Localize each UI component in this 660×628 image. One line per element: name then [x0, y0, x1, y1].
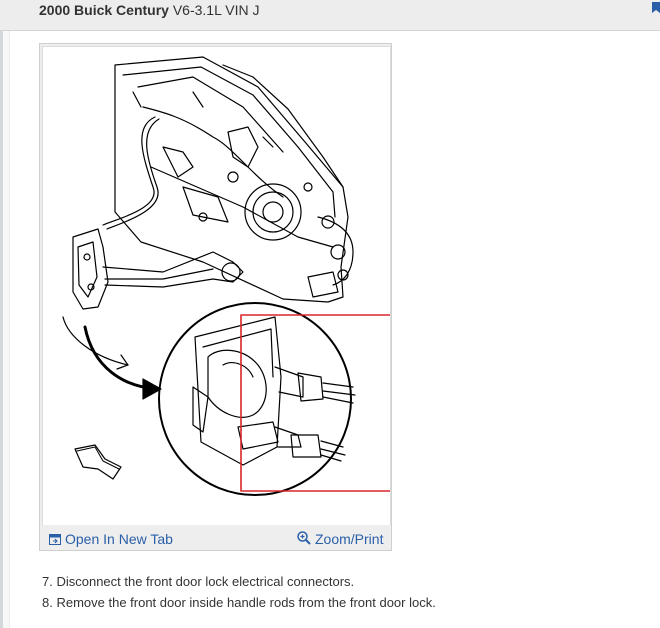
door-panel-drawing	[102, 56, 354, 303]
zoom-icon	[297, 531, 311, 545]
detail-lock-drawing	[192, 316, 356, 466]
vehicle-title: 2000 Buick Century V6-3.1L VIN J	[39, 1, 259, 19]
zoom-print-label: Zoom/Print	[315, 531, 384, 547]
procedure-steps: 7. Disconnect the front door lock electr…	[42, 571, 436, 613]
open-in-new-tab-icon	[49, 534, 61, 545]
door-lock-diagram	[62, 56, 392, 496]
detail-view-circle	[158, 302, 352, 496]
open-in-new-tab-link[interactable]: Open In New Tab	[49, 531, 173, 547]
left-rail	[0, 31, 10, 628]
open-in-new-tab-label: Open In New Tab	[65, 531, 173, 547]
step-7: 7. Disconnect the front door lock electr…	[42, 574, 355, 589]
direction-arrow	[74, 444, 122, 480]
zoom-print-link[interactable]: Zoom/Print	[297, 531, 383, 547]
figure-card: Open In New Tab Zoom/Print	[39, 43, 392, 551]
figure-image[interactable]	[42, 46, 392, 526]
figure-toolbar: Open In New Tab Zoom/Print	[40, 525, 391, 550]
vehicle-title-bold: 2000 Buick Century	[39, 2, 169, 18]
vehicle-title-engine: V6-3.1L VIN J	[172, 2, 260, 18]
bookmark-icon[interactable]	[652, 2, 660, 13]
callout-arrow	[83, 325, 160, 391]
step-8: 8. Remove the front door inside handle r…	[42, 595, 436, 610]
page-header: 2000 Buick Century V6-3.1L VIN J	[0, 0, 660, 31]
lock-assembly-drawing	[62, 228, 244, 370]
